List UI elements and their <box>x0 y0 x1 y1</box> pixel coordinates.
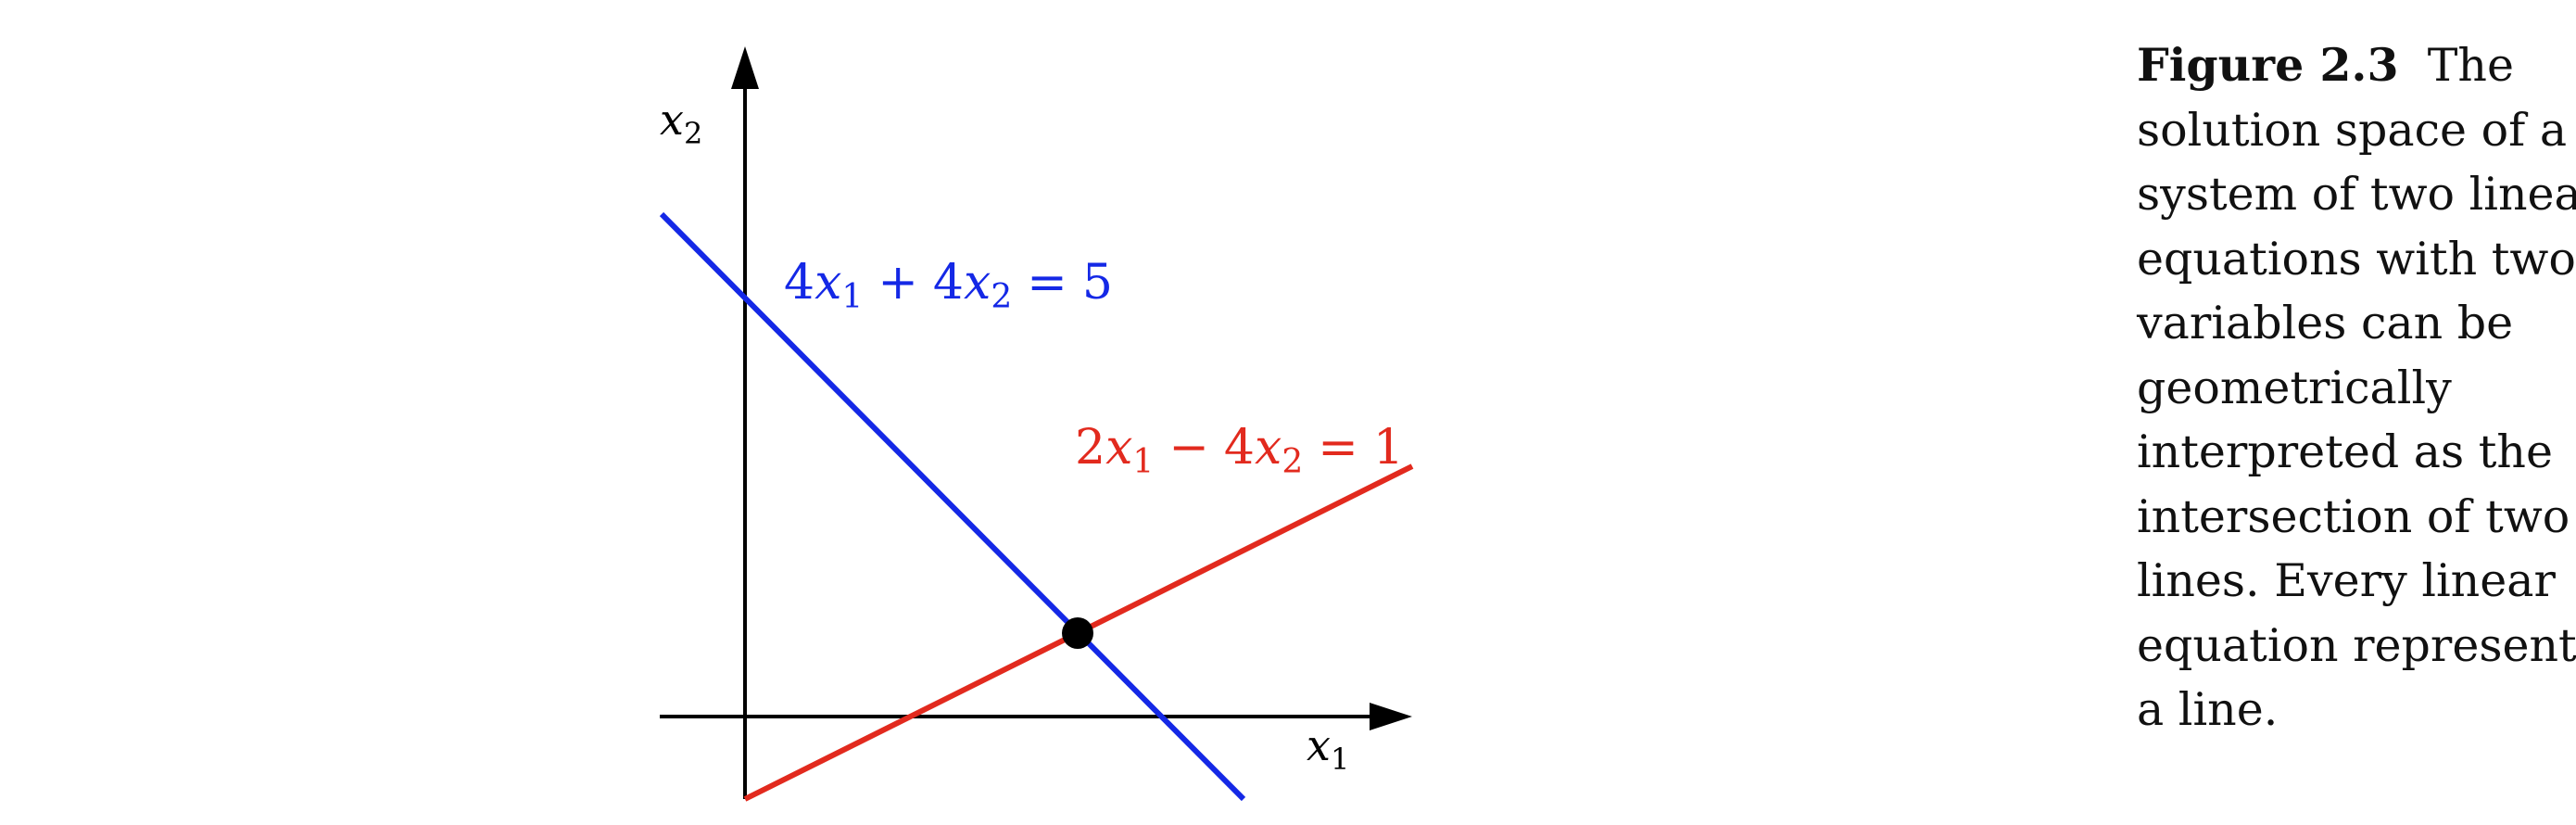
eq1-sub-2: 2 <box>991 278 1012 316</box>
caption-line-8: lines. Every linear <box>2137 554 2556 607</box>
eq1-equals: = <box>1027 255 1067 311</box>
y-axis-label-base: x <box>660 95 684 145</box>
eq2-sub-2: 2 <box>1282 443 1303 481</box>
eq2-coef-a: 2 <box>1075 420 1105 476</box>
caption-line-10: a line. <box>2137 683 2279 736</box>
eq2-operator: − <box>1168 420 1209 476</box>
equation-1-label: 4x1+4x2=5 <box>784 255 1113 316</box>
x-axis-label: x1 <box>1307 720 1349 777</box>
eq1-rhs: 5 <box>1082 255 1113 311</box>
caption-line-9: equation represents <box>2137 618 2576 672</box>
eq1-operator: + <box>878 255 918 311</box>
eq1-coef-b: 4 <box>933 255 964 311</box>
figure-label: Figure 2.3 <box>2137 38 2399 92</box>
eq1-coef-a: 4 <box>784 255 814 311</box>
line-equation-1 <box>659 211 1246 802</box>
eq2-rhs: 1 <box>1373 420 1404 476</box>
eq1-var-x2: x <box>964 255 991 311</box>
caption-line-6: interpreted as the <box>2137 425 2553 478</box>
equation-2-label: 2x1−4x2=1 <box>1075 420 1404 481</box>
x-axis-label-base: x <box>1307 720 1331 770</box>
caption-line-3: equations with two <box>2137 232 2576 286</box>
caption-line-2: system of two linear <box>2137 168 2576 221</box>
caption-line-5: geometrically <box>2137 361 2452 414</box>
caption-line-4: variables can be <box>2137 297 2514 349</box>
caption-line-0: The <box>2427 39 2514 92</box>
intersection-point <box>1062 617 1093 649</box>
caption-first-line: Figure 2.3 The <box>2137 33 2572 98</box>
y-axis-label-sub: 2 <box>684 116 702 151</box>
eq1-var-x: x <box>814 255 841 311</box>
eq2-equals: = <box>1318 420 1358 476</box>
caption-line-7: intersection of two <box>2137 489 2570 543</box>
eq2-var-x: x <box>1105 420 1132 476</box>
eq2-var-x2: x <box>1255 420 1282 476</box>
y-axis-arrowhead <box>731 46 759 89</box>
y-axis-label: x2 <box>660 95 702 151</box>
x-axis-label-sub: 1 <box>1331 742 1349 777</box>
eq2-coef-b: 4 <box>1224 420 1255 476</box>
eq2-sub-1: 1 <box>1132 443 1154 481</box>
eq1-sub-1: 1 <box>841 278 863 316</box>
x-axis-arrowhead <box>1370 703 1412 730</box>
figure-caption: Figure 2.3 The solution space of a syste… <box>2137 33 2576 742</box>
caption-line-1: solution space of a <box>2137 103 2568 157</box>
